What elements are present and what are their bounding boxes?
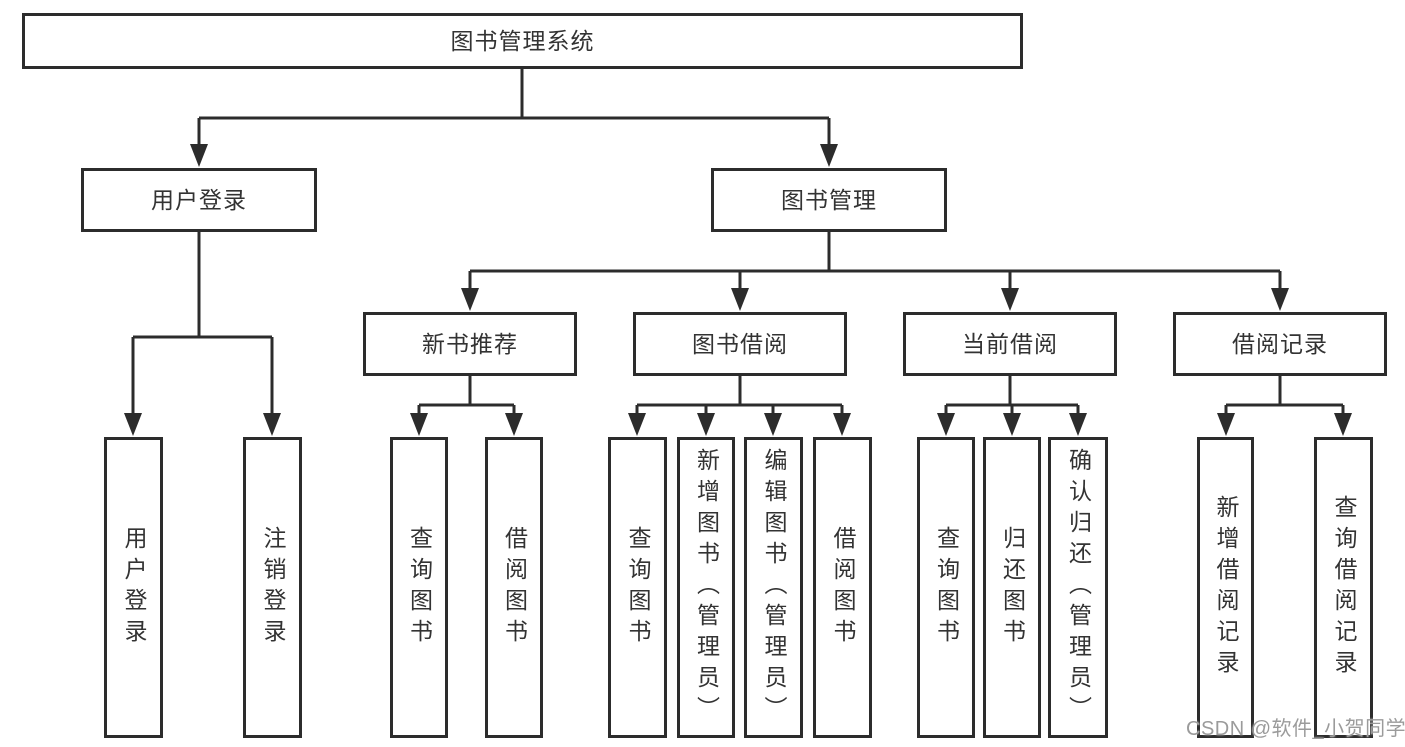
node-label: 编辑图书（管理员） [761,448,787,727]
node-label: 新增借阅记录 [1213,494,1239,681]
leaf-borrow-books: 借阅图书 [813,437,872,738]
leaf-user-login: 用户登录 [104,437,163,738]
node-label: 确认归还（管理员） [1065,448,1092,727]
node-label: 借阅图书 [830,525,856,650]
node-label: 用户登录 [151,186,247,213]
leaf-return-books: 归还图书 [983,437,1041,738]
node-label: 注销登录 [260,525,286,650]
node-label: 图书借阅 [692,330,788,357]
leaf-edit-books-admin: 编辑图书（管理员） [744,437,803,738]
leaf-confirm-return-admin: 确认归还（管理员） [1048,437,1108,738]
node-current-borrowing: 当前借阅 [903,312,1117,376]
leaf-logout: 注销登录 [243,437,302,738]
leaf-query-books: 查询图书 [917,437,975,738]
node-label: 图书管理 [781,186,877,213]
node-library-management-system: 图书管理系统 [22,13,1023,69]
node-label: 查询图书 [933,525,960,650]
node-label: 新书推荐 [422,330,518,357]
leaf-borrow-books: 借阅图书 [485,437,543,738]
node-label: 借阅记录 [1232,330,1328,357]
leaf-add-books-admin: 新增图书（管理员） [677,437,735,738]
node-label: 查询借阅记录 [1331,494,1357,681]
leaf-query-books: 查询图书 [390,437,448,738]
node-user-login: 用户登录 [81,168,317,232]
node-new-book-recommendation: 新书推荐 [363,312,577,376]
node-label: 查询图书 [625,525,651,650]
node-label: 查询图书 [406,525,433,650]
node-borrowing-records: 借阅记录 [1173,312,1387,376]
leaf-add-borrow-record: 新增借阅记录 [1197,437,1254,738]
node-book-management: 图书管理 [711,168,947,232]
node-label: 图书管理系统 [450,27,595,54]
leaf-query-books: 查询图书 [608,437,667,738]
leaf-query-borrow-record: 查询借阅记录 [1314,437,1373,738]
node-book-borrowing: 图书借阅 [633,312,847,376]
csdn-watermark: CSDN @软件_小贺同学 [1186,718,1405,740]
node-label: 用户登录 [121,525,147,650]
node-label: 当前借阅 [962,330,1058,357]
node-label: 借阅图书 [501,525,528,650]
node-label: 归还图书 [999,525,1026,650]
node-label: 新增图书（管理员） [693,448,720,727]
